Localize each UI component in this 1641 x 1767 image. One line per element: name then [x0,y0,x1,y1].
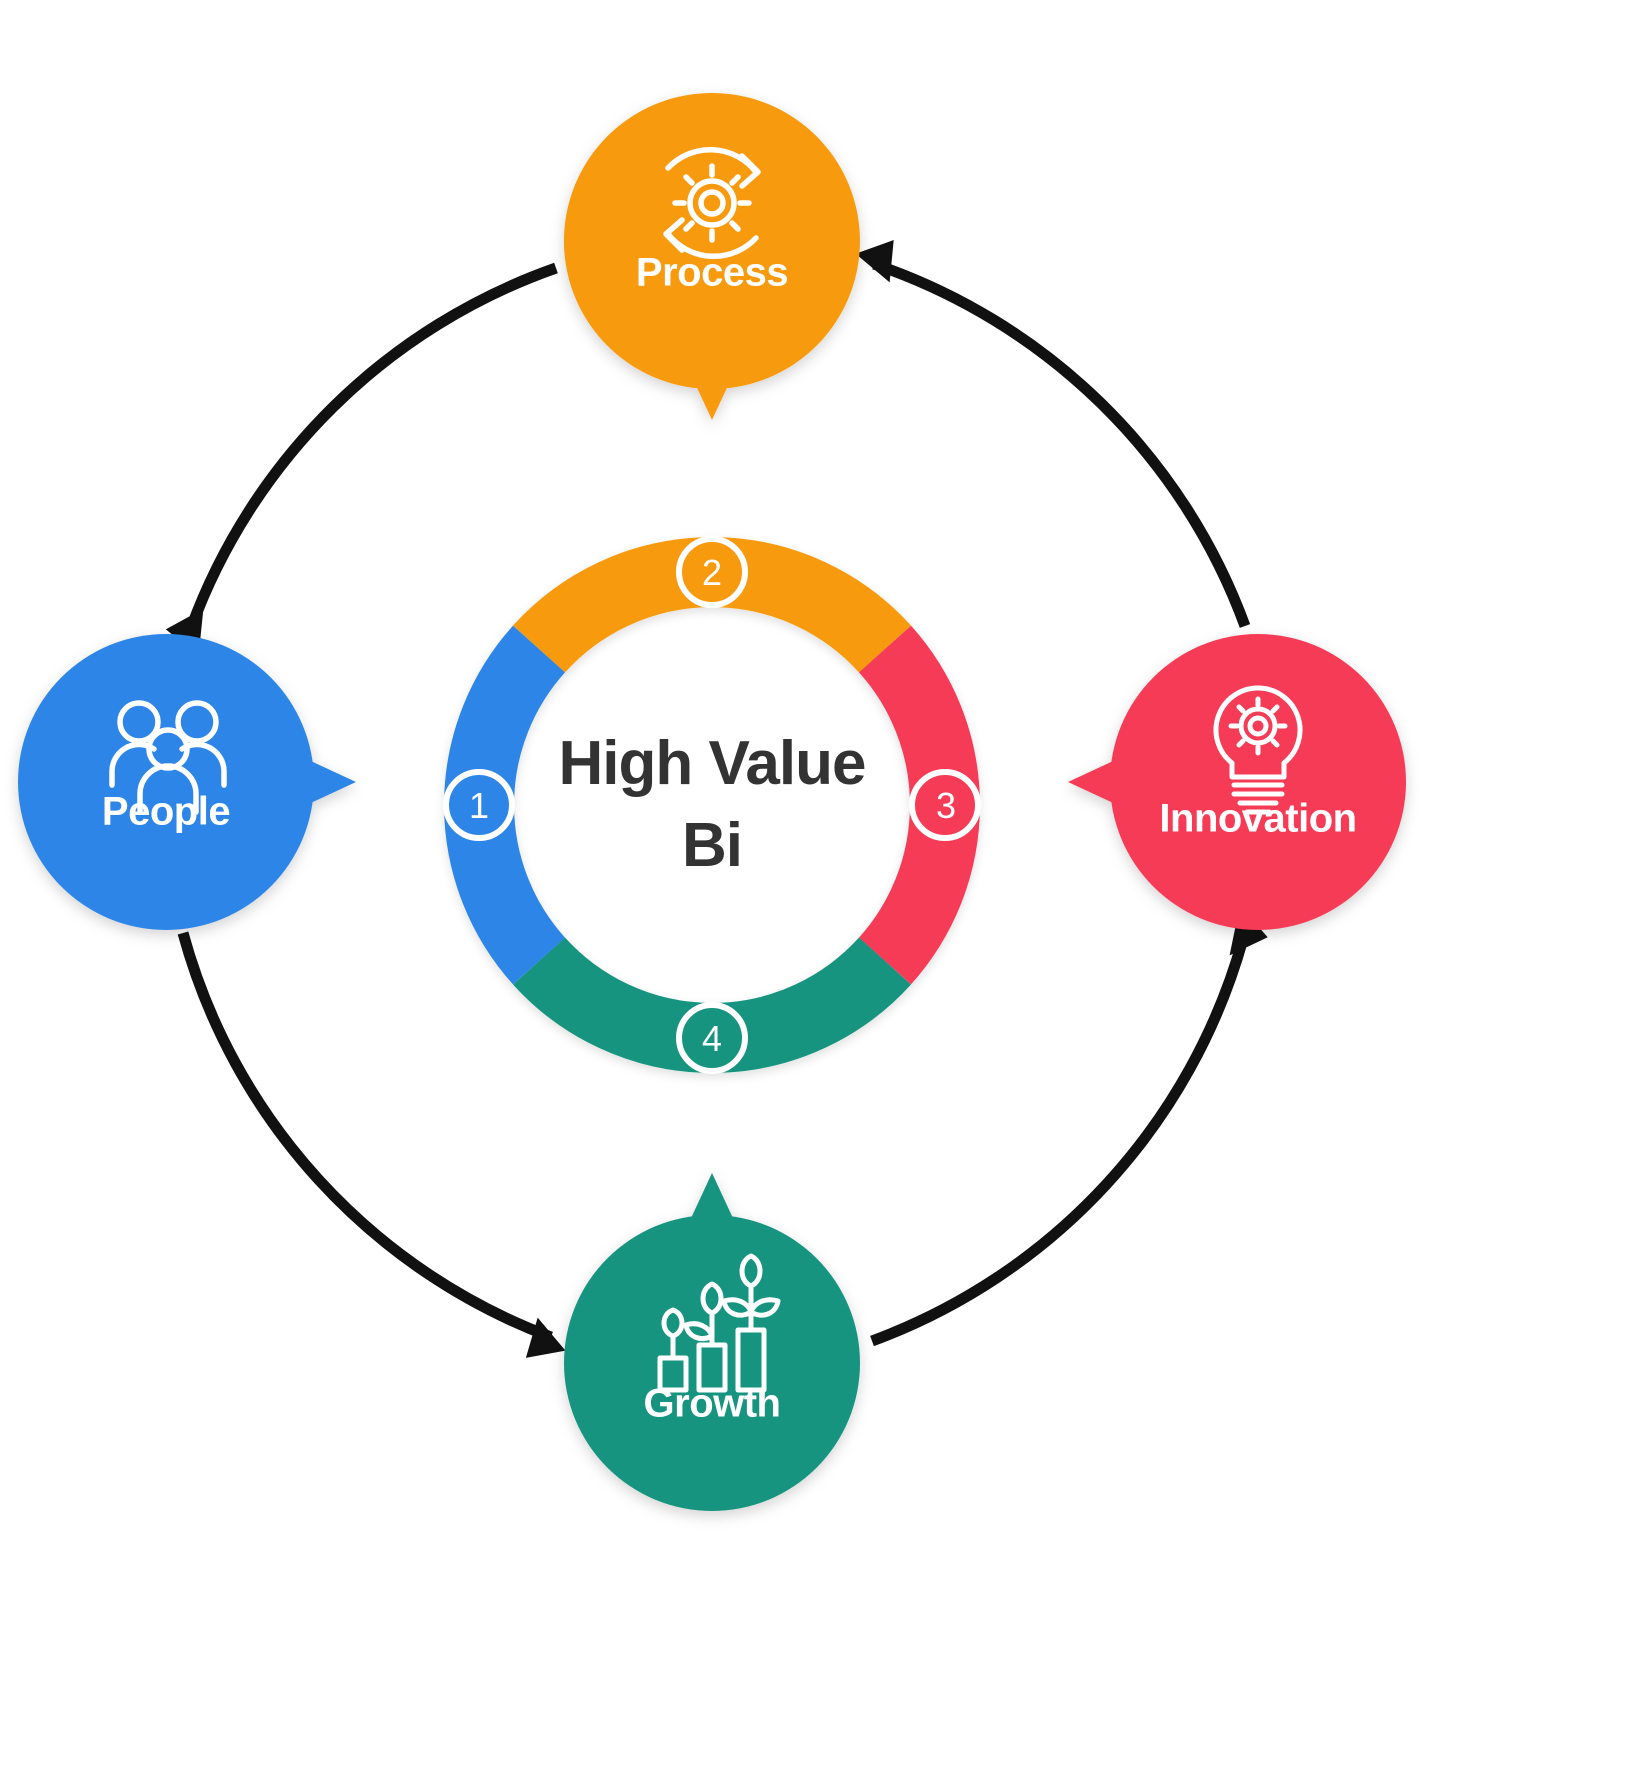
center-title: High Value Bi [558,723,867,887]
badge-ring-2[interactable] [676,536,748,608]
ring-group [444,537,980,1073]
connector-arrows [177,258,1251,1347]
ring-segment-1[interactable] [444,625,566,985]
connector-arrowheads [165,239,1268,1358]
ring-segment-2[interactable] [513,537,911,673]
node-growth[interactable] [564,1173,860,1511]
badge-ring-1[interactable] [443,769,515,841]
node-people[interactable] [18,634,356,930]
node-process-pointer [686,364,738,420]
people-group-icon [109,700,227,815]
node-innovation-pointer [1068,756,1124,808]
connector-innovation-to-process [872,258,1251,628]
plant-growth-bar-icon [657,1253,781,1393]
lightbulb-gear-icon [1213,685,1303,815]
badge-ring-3[interactable] [909,769,981,841]
ring-segment-3[interactable] [858,625,980,985]
node-people-pointer [300,756,356,808]
gear-refresh-icon [663,147,761,259]
connector-process-to-people [185,262,558,630]
badge-ring-4[interactable] [676,1002,748,1074]
ring-segment-4[interactable] [513,937,911,1073]
node-innovation-shape[interactable] [1110,634,1406,930]
node-growth-shape[interactable] [564,1215,860,1511]
node-innovation[interactable] [1068,634,1406,930]
node-growth-pointer [686,1173,738,1229]
center-title-line2: Bi [682,811,743,880]
connector-growth-to-innovation [870,937,1249,1347]
ring-number-badges [443,536,981,1074]
connector-people-to-growth [177,931,553,1343]
center-title-line1: High Value [558,729,867,799]
node-people-shape[interactable] [18,634,314,930]
